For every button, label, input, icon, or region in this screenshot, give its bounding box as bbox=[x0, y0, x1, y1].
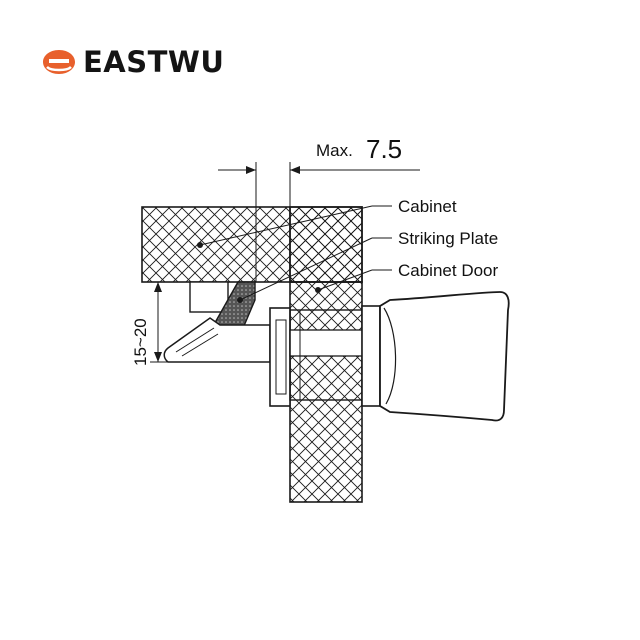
catch-block bbox=[189, 281, 229, 313]
height-range: 15~20 bbox=[131, 318, 150, 366]
label-striking-plate: Striking Plate bbox=[398, 229, 498, 248]
latch-tongue bbox=[163, 317, 271, 363]
knob-handle bbox=[379, 291, 510, 422]
max-dimension: Max. 7.5 bbox=[218, 134, 420, 282]
latch-flange bbox=[269, 307, 291, 407]
cabinet-door-panel bbox=[289, 206, 363, 503]
brand-name: EASTWU bbox=[83, 45, 225, 79]
label-leaders bbox=[197, 205, 392, 303]
label-cabinet-door: Cabinet Door bbox=[398, 261, 499, 280]
spindle bbox=[289, 305, 381, 407]
max-prefix: Max. bbox=[316, 141, 353, 160]
label-cabinet: Cabinet bbox=[398, 197, 457, 216]
eastwu-logo-icon bbox=[43, 50, 75, 74]
height-dimension: 15~20 bbox=[131, 281, 190, 366]
max-value: 7.5 bbox=[366, 134, 402, 164]
brand-logo: EASTWU bbox=[40, 42, 224, 82]
